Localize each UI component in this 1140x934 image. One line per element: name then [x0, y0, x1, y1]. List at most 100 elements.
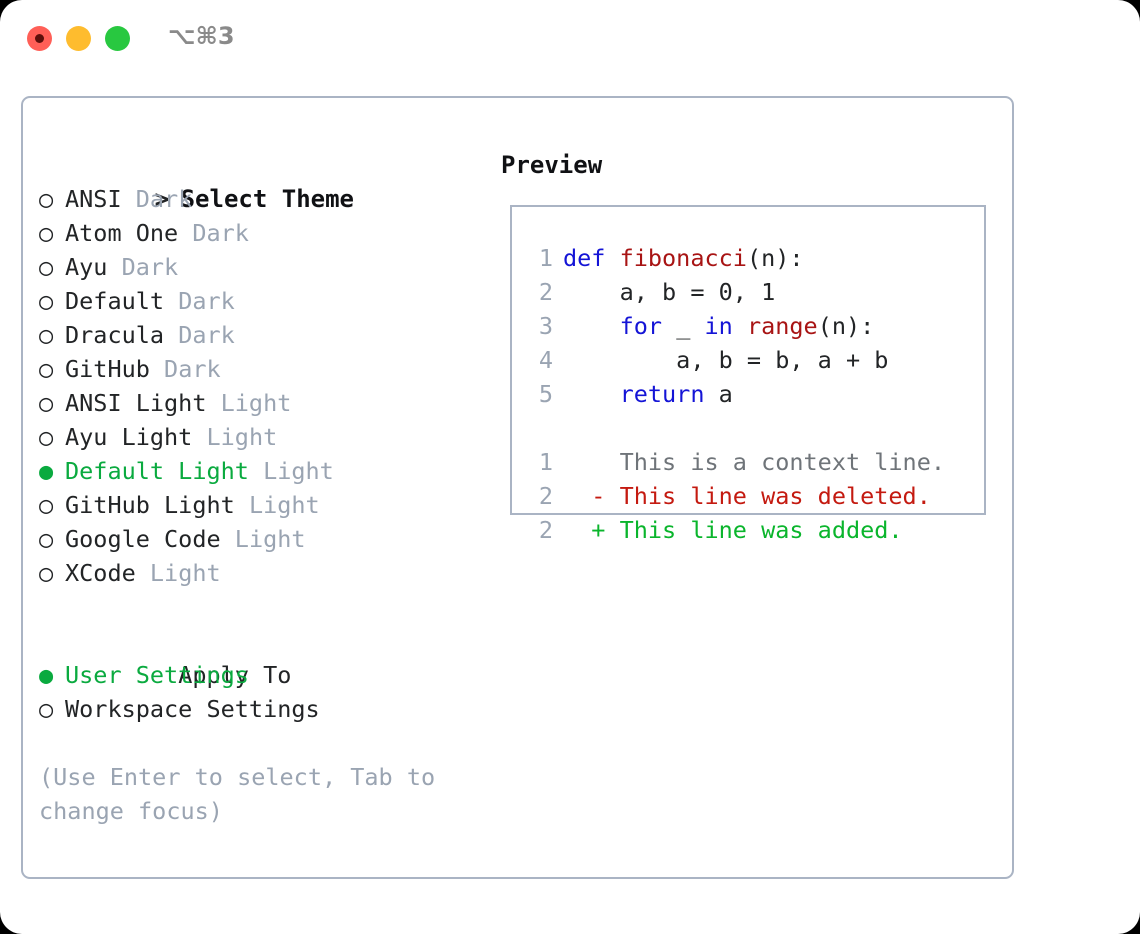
theme-selector-column: >Select Theme ○ANSI Dark○Atom One Dark○A…: [39, 148, 489, 828]
diff-line: 1 This is a context line.: [519, 445, 980, 479]
preview-heading: Preview: [501, 151, 603, 179]
radio-unselected-icon: ○: [39, 491, 54, 519]
keyboard-hint-text: (Use Enter to select, Tab to change focu…: [39, 763, 450, 825]
apply-to-item-label: Workspace Settings: [65, 695, 320, 723]
diff-sign: [563, 448, 620, 476]
theme-list-item[interactable]: ○ GitHub Light Light: [39, 488, 489, 522]
theme-list-item-label: GitHub Light: [65, 491, 235, 519]
code-token: return: [619, 380, 705, 408]
close-button[interactable]: [27, 26, 52, 51]
code-line-number: 4: [538, 346, 553, 374]
diff-line-text: This line was deleted.: [619, 482, 931, 510]
diff-line-text: This is a context line.: [619, 448, 946, 476]
list-spacer: [39, 590, 489, 624]
theme-list-item[interactable]: ○ Ayu Light Light: [39, 420, 489, 454]
diff-line-text: This line was added.: [619, 516, 903, 544]
diff-line: 2 + This line was added.: [519, 513, 980, 547]
theme-list-item[interactable]: ○XCode Light: [39, 556, 489, 590]
code-line-number: 1: [538, 244, 553, 272]
theme-list-item[interactable]: ○ ANSI Dark: [39, 182, 489, 216]
apply-to-item[interactable]: ○ Workspace Settings: [39, 692, 489, 726]
code-token: def: [563, 244, 620, 272]
select-theme-heading-label: Select Theme: [180, 185, 354, 213]
theme-list-item-label: Default: [65, 287, 165, 315]
theme-list-item-variant: Dark: [178, 321, 235, 349]
code-token: (n):: [746, 244, 804, 272]
code-token: a: [704, 380, 733, 408]
zoom-button[interactable]: [105, 26, 130, 51]
code-diff-separator: [519, 411, 980, 445]
theme-list-item[interactable]: ○Dracula Dark: [39, 318, 489, 352]
radio-unselected-icon: ○: [39, 695, 54, 723]
theme-list-item-label: Dracula: [65, 321, 165, 349]
radio-unselected-icon: ○: [39, 219, 54, 247]
cursor-caret-icon: >: [154, 185, 170, 213]
theme-list-item-variant: Light: [248, 491, 320, 519]
diff-block: 1 This is a context line.2 - This line w…: [519, 445, 980, 547]
theme-list-item-variant: Light: [206, 423, 278, 451]
code-token: a, b = 0, 1: [563, 278, 776, 306]
radio-unselected-icon: ○: [39, 355, 54, 383]
diff-line-number: 2: [538, 516, 553, 544]
minimize-button[interactable]: [66, 26, 91, 51]
window-title-shortcut: ⌥⌘3: [168, 22, 235, 50]
theme-list-item[interactable]: ○ GitHub Dark: [39, 352, 489, 386]
radio-unselected-icon: ○: [39, 287, 54, 315]
diff-sign: +: [563, 516, 620, 544]
theme-list-item-variant: Dark: [178, 287, 235, 315]
theme-list-item-label: Google Code: [65, 525, 221, 553]
radio-unselected-icon: ○: [39, 525, 54, 553]
theme-list-item-label: ANSI: [65, 185, 122, 213]
content-panel: >Select Theme ○ANSI Dark○Atom One Dark○A…: [21, 96, 1014, 879]
theme-list-item-label: GitHub: [65, 355, 150, 383]
radio-unselected-icon: ○: [39, 423, 54, 451]
select-theme-heading: > Select Theme: [39, 148, 489, 213]
code-line: 3 for _ in range(n):: [519, 309, 980, 343]
radio-unselected-icon: ○: [39, 559, 54, 587]
theme-list-item-variant: Light: [220, 389, 292, 417]
theme-list-item-label: XCode: [65, 559, 136, 587]
theme-list-item-variant: Dark: [135, 185, 193, 213]
window-controls: [27, 26, 130, 51]
theme-list-item[interactable]: ○ Ayu Dark: [39, 250, 489, 284]
apply-to-heading: Apply To: [39, 624, 489, 689]
theme-list-item-variant: Dark: [164, 355, 221, 383]
code-token: range: [746, 312, 818, 340]
radio-unselected-icon: ○: [39, 253, 54, 281]
theme-list-item-variant: Light: [234, 525, 306, 553]
theme-list-item[interactable]: ○ Google Code Light: [39, 522, 489, 556]
code-token: a, b = b, a + b: [563, 346, 889, 374]
code-token: (n):: [817, 312, 875, 340]
diff-line-number: 2: [538, 482, 553, 510]
theme-list: ○ANSI Dark○Atom One Dark○Ayu Dark○Defaul…: [39, 182, 489, 590]
radio-selected-icon: ●: [39, 457, 54, 485]
code-token: [563, 312, 620, 340]
code-token: _: [662, 312, 705, 340]
theme-list-item-label: Ayu Light: [65, 423, 193, 451]
code-token: in: [704, 312, 733, 340]
theme-list-item[interactable]: ●Default Light Light: [39, 454, 489, 488]
radio-unselected-icon: ○: [39, 185, 54, 213]
diff-line-number: 1: [538, 448, 553, 476]
code-line: 4 a, b = b, a + b: [519, 343, 980, 377]
theme-list-item-variant: Light: [263, 457, 334, 485]
radio-unselected-icon: ○: [39, 389, 54, 417]
apply-to-item[interactable]: ●User Settings: [39, 658, 489, 692]
theme-list-item[interactable]: ○ Default Dark: [39, 284, 489, 318]
diff-line: 2 - This line was deleted.: [519, 479, 980, 513]
title-bar: ⌥⌘3: [0, 0, 1140, 76]
hint-spacer: [39, 726, 489, 760]
radio-selected-icon: ●: [39, 661, 54, 689]
code-line-number: 2: [538, 278, 553, 306]
theme-list-item-variant: Dark: [121, 253, 179, 281]
theme-list-item-variant: Dark: [192, 219, 249, 247]
theme-list-item[interactable]: ○ANSI Light Light: [39, 386, 489, 420]
apply-to-heading-label: Apply To: [178, 661, 292, 689]
theme-list-item-label: Ayu: [65, 253, 108, 281]
code-line-number: 5: [538, 380, 553, 408]
theme-list-item[interactable]: ○Atom One Dark: [39, 216, 489, 250]
code-token: [563, 380, 620, 408]
